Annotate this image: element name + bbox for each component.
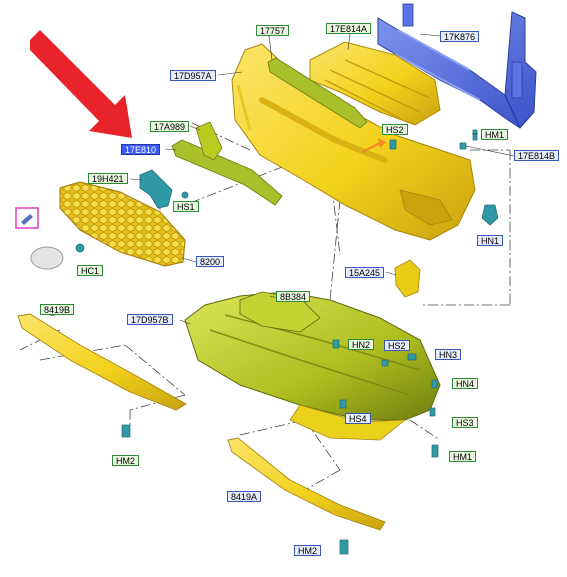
lower-trim-left <box>17 313 187 411</box>
bracket-15a245 <box>394 259 421 298</box>
camera-icon <box>21 214 33 225</box>
label-17d957a: 17D957A <box>170 70 216 81</box>
label-hn1: HN1 <box>477 235 504 246</box>
label-hs2-top: HS2 <box>382 124 408 135</box>
direction-arrow-small <box>361 141 383 153</box>
fasteners <box>75 129 499 555</box>
label-hm1-low: HM1 <box>449 451 477 462</box>
label-hm2-bottom: HM2 <box>294 545 322 556</box>
label-hm1-top: HM1 <box>481 129 509 140</box>
label-hs2-low: HS2 <box>384 340 410 351</box>
red-pointer-arrow <box>30 30 132 138</box>
label-leaders <box>49 33 515 325</box>
label-17e814a: 17E814A <box>326 23 372 34</box>
bumper-cover <box>231 43 476 241</box>
label-hc1: HC1 <box>77 265 104 276</box>
label-8200: 8200 <box>196 256 225 267</box>
label-17a989: 17A989 <box>150 121 190 132</box>
label-19h421: 19H421 <box>88 173 128 184</box>
label-hn2: HN2 <box>348 339 375 350</box>
lower-trim-bottom <box>227 437 386 531</box>
label-17e810: 17E810 <box>121 144 161 155</box>
direction-arrow-small-head <box>378 138 386 148</box>
lower-diffuser <box>239 291 321 333</box>
label-17k876: 17K876 <box>440 31 480 42</box>
label-17757: 17757 <box>256 25 290 36</box>
grille <box>59 181 186 267</box>
upper-strip <box>267 57 368 129</box>
label-17e814b: 17E814B <box>514 150 560 161</box>
label-hs1: HS1 <box>173 201 199 212</box>
label-8b384: 8B384 <box>276 291 311 302</box>
label-hn3: HN3 <box>435 349 462 360</box>
label-17d957b: 17D957B <box>127 314 173 325</box>
label-8419b: 8419B <box>40 304 75 315</box>
fog-lamp-cover <box>30 246 64 270</box>
grille-strip <box>171 139 283 206</box>
label-15a245: 15A245 <box>345 267 385 278</box>
label-8419a: 8419A <box>227 491 262 502</box>
reinforcement-beam <box>377 3 537 129</box>
label-hs4: HS4 <box>345 413 371 424</box>
label-hs3: HS3 <box>452 417 478 428</box>
label-hn4: HN4 <box>452 378 479 389</box>
bracket-19h421 <box>139 169 173 209</box>
label-hm2-left: HM2 <box>112 455 140 466</box>
bracket-17a989 <box>195 121 223 161</box>
energy-absorber <box>309 41 441 126</box>
